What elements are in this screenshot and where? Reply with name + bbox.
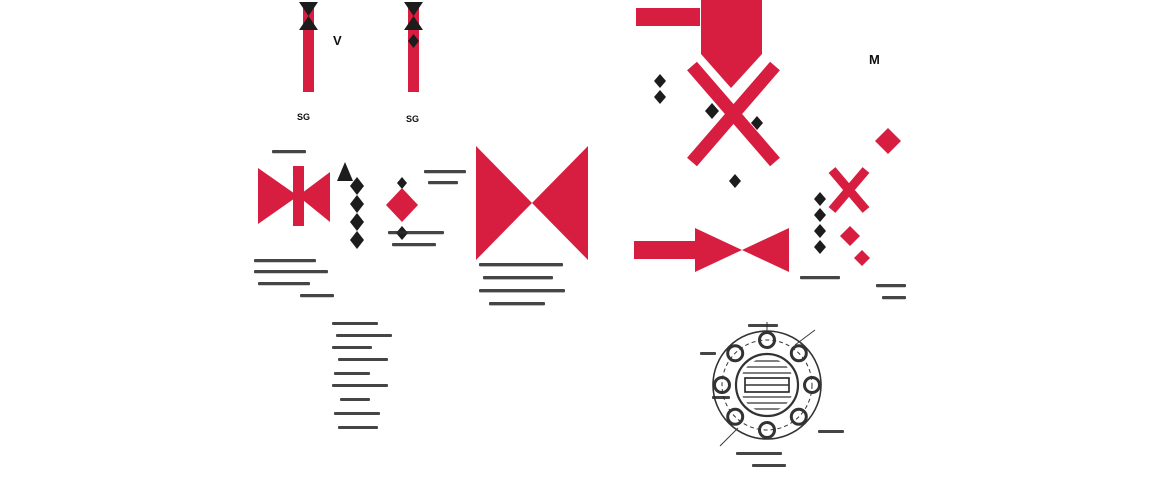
illegible-text-marks xyxy=(254,150,906,467)
text-mark xyxy=(700,352,716,355)
red-stem xyxy=(293,166,304,226)
text-mark xyxy=(882,296,906,300)
red-diamond-icon xyxy=(875,128,901,154)
text-mark xyxy=(752,464,786,467)
red-diamond-icon xyxy=(386,188,418,222)
small-diamond-icon xyxy=(814,192,826,206)
small-diamond-icon xyxy=(654,90,666,104)
text-mark xyxy=(334,412,380,415)
bolt-hole xyxy=(758,331,776,349)
diamond-icon xyxy=(350,177,364,195)
pump-cluster-right xyxy=(634,0,789,272)
bolt-hole xyxy=(758,421,776,439)
text-mark xyxy=(334,372,370,375)
leader-line xyxy=(719,427,739,447)
text-mark xyxy=(424,170,466,174)
red-triangle-left-icon xyxy=(298,172,330,222)
gauge-line-right xyxy=(404,2,423,92)
gauge-line-left xyxy=(299,2,318,92)
red-diamond-icon xyxy=(840,226,860,246)
red-bowtie-right-icon xyxy=(532,146,588,260)
label-m: M xyxy=(869,52,880,67)
small-diamond-icon xyxy=(654,74,666,88)
text-mark xyxy=(748,324,778,327)
red-bowtie-left-icon xyxy=(476,146,532,260)
valve-cluster-left xyxy=(258,162,418,249)
small-diamond-icon xyxy=(397,177,407,189)
flange-bore-circle xyxy=(734,352,800,418)
text-mark xyxy=(272,150,306,154)
flange-bolt-circle xyxy=(721,339,813,431)
valve-symbol-bottom-icon xyxy=(299,16,318,30)
black-triangle-icon xyxy=(337,162,353,181)
red-diamond-icon xyxy=(854,250,870,266)
text-mark xyxy=(876,284,906,288)
text-mark xyxy=(332,384,388,387)
text-mark xyxy=(479,289,565,293)
valve-symbol-top-icon xyxy=(404,2,423,16)
text-mark xyxy=(340,398,370,401)
bolt-hole xyxy=(803,376,821,394)
label-sg-left: SG xyxy=(297,112,310,122)
text-mark xyxy=(736,452,782,455)
text-mark xyxy=(712,396,730,399)
text-mark xyxy=(800,276,840,280)
valve-cluster-far-right xyxy=(814,128,901,266)
diamond-icon xyxy=(350,231,364,249)
red-pipe-right xyxy=(408,8,419,92)
red-bar-horizontal xyxy=(634,241,695,259)
red-cross-stroke xyxy=(828,167,870,213)
red-pipe-left xyxy=(303,8,314,92)
text-mark xyxy=(388,231,444,235)
text-mark xyxy=(483,276,553,280)
red-triangle-right-icon xyxy=(258,168,298,224)
leader-line xyxy=(794,329,816,346)
diamond-icon xyxy=(350,195,364,213)
small-diamond-icon xyxy=(408,34,419,48)
text-mark xyxy=(258,282,310,286)
text-mark xyxy=(338,426,378,429)
small-diamond-icon xyxy=(814,224,826,238)
text-mark xyxy=(254,270,328,274)
text-mark xyxy=(300,294,334,298)
bolt-hole xyxy=(726,407,745,426)
text-mark xyxy=(254,259,316,263)
diamond-icon xyxy=(350,213,364,231)
red-cross-stroke xyxy=(687,61,780,167)
red-bowtie-left-icon xyxy=(695,228,742,272)
text-mark xyxy=(428,181,458,185)
bolt-hole xyxy=(726,344,745,363)
text-mark xyxy=(818,430,844,433)
label-sg-right: SG xyxy=(406,114,419,124)
valve-symbol-top-icon xyxy=(299,2,318,16)
bolt-hole xyxy=(789,407,808,426)
text-mark xyxy=(336,334,392,337)
valve-bowtie-center xyxy=(476,146,588,260)
red-bowtie-right-icon xyxy=(742,228,789,272)
valve-symbol-bottom-icon xyxy=(404,16,423,30)
small-diamond-icon xyxy=(729,174,741,188)
flange-drawing xyxy=(712,322,822,447)
red-bar-horizontal xyxy=(636,8,700,26)
small-diamond-icon xyxy=(814,240,826,254)
small-diamond-icon xyxy=(814,208,826,222)
text-mark xyxy=(332,346,372,349)
text-mark xyxy=(332,322,378,325)
label-v: V xyxy=(333,33,342,48)
text-mark xyxy=(479,263,563,267)
diamond-icon xyxy=(705,103,719,119)
bolt-hole xyxy=(713,376,731,394)
red-block-top xyxy=(701,0,762,54)
text-mark xyxy=(392,243,436,247)
text-mark xyxy=(489,302,545,306)
text-mark xyxy=(338,358,388,361)
bolt-hole xyxy=(789,344,808,363)
red-arrow-down-icon xyxy=(701,54,762,88)
small-diamond-icon xyxy=(751,116,763,130)
